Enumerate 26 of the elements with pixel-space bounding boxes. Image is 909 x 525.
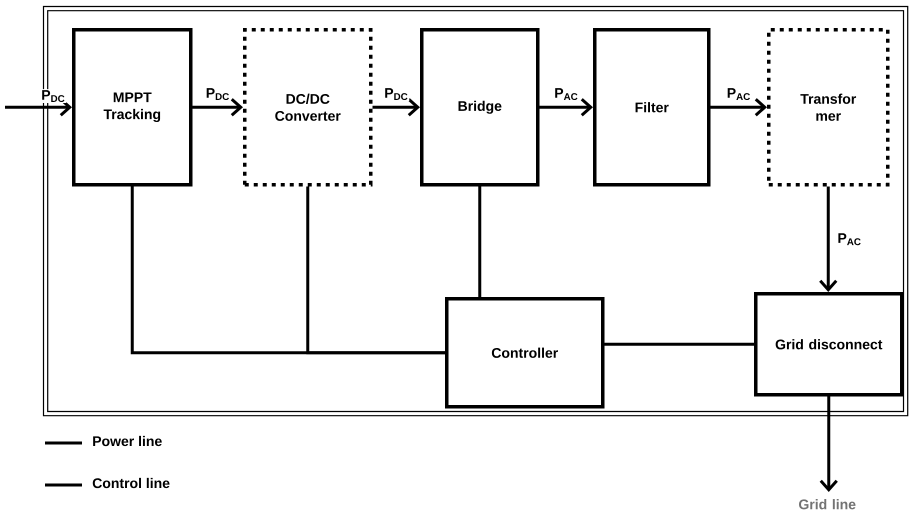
process-box: Controller xyxy=(445,297,604,408)
control-line xyxy=(306,186,445,354)
legend-text: Control line xyxy=(92,478,170,488)
power-arrow xyxy=(372,98,420,116)
optional-process-box: DC/DC Converter xyxy=(243,28,372,186)
edge-label: P$_{AC}$ xyxy=(555,88,578,100)
edge-label: P$_{DC}$ xyxy=(42,90,64,102)
edge-label: P$_{AC}$ xyxy=(838,233,861,246)
process-box: Filter xyxy=(593,28,710,186)
control-line xyxy=(478,186,482,297)
power-arrow xyxy=(540,98,593,116)
edge-label: P$_{AC}$ xyxy=(728,88,750,100)
power-arrow xyxy=(819,186,838,292)
edge-label: P$_{DC}$ xyxy=(206,88,229,100)
control-line xyxy=(604,342,754,346)
power-arrow xyxy=(820,396,838,492)
process-box: Bridge xyxy=(420,28,540,186)
optional-process-box: Transfor mer xyxy=(767,28,890,186)
output-label: Grid line xyxy=(799,499,856,510)
process-box: Grid disconnect xyxy=(754,292,904,396)
power-arrow xyxy=(710,98,768,116)
process-box: MPPT Tracking xyxy=(72,28,192,186)
system-frame xyxy=(42,6,908,416)
edge-label: P$_{DC}$ xyxy=(385,88,408,100)
power-arrow xyxy=(192,98,243,116)
legend-text: Power line xyxy=(93,436,162,446)
